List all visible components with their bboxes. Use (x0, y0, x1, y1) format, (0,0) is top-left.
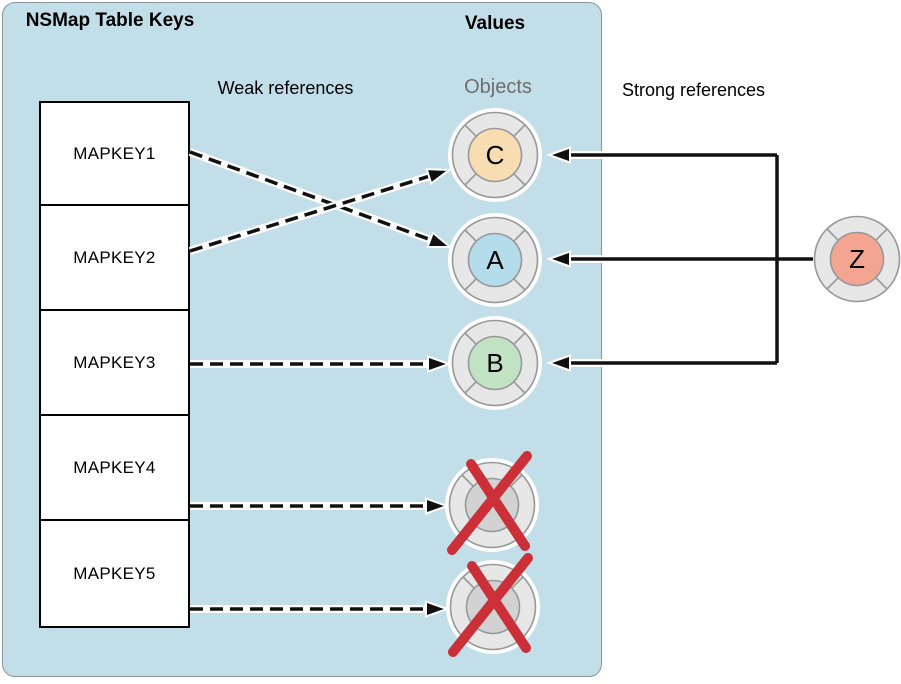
mapkey-label-4: MAPKEY4 (73, 457, 156, 477)
arrowhead-to-c (546, 146, 571, 164)
strong-reference-lines (546, 146, 813, 372)
object-letter-b: B (486, 348, 503, 378)
objects-label: Objects (464, 76, 532, 98)
arrowhead-to-a (546, 250, 571, 268)
arrowhead (425, 600, 450, 618)
strong-references-label: Strong references (621, 80, 766, 100)
object-letter-c: C (486, 140, 505, 170)
arrowhead (425, 168, 452, 186)
mapkey-label-1: MAPKEY1 (73, 143, 156, 163)
red-cross-icon (447, 451, 532, 555)
arrowhead (426, 231, 453, 249)
object-circle-z: Z (813, 215, 901, 303)
weak-arrow-mapkey3-to-b (190, 355, 452, 373)
red-cross-icon (448, 553, 533, 657)
object-circle-c: C (448, 108, 542, 202)
mapkey-row-3: MAPKEY3 (39, 309, 190, 416)
object-circle-b: B (448, 316, 542, 410)
object-circle-released-2 (446, 553, 540, 657)
weak-arrow-mapkey5-to-released-2 (190, 600, 450, 618)
arrowhead (427, 355, 452, 373)
object-circle-a: A (448, 213, 542, 307)
arrowhead-to-b (546, 354, 571, 372)
weak-references-label: Weak references (217, 78, 354, 98)
arrowhead (425, 497, 450, 515)
weak-arrow-mapkey1-to-a (188, 148, 453, 249)
mapkey-label-5: MAPKEY5 (73, 563, 156, 583)
mapkey-row-5: MAPKEY5 (39, 519, 190, 628)
keys-title: NSMap Table Keys (25, 10, 195, 31)
weak-arrow-mapkey4-to-released-1 (190, 497, 450, 515)
object-letter-z: Z (849, 244, 865, 274)
mapkey-label-2: MAPKEY2 (73, 247, 156, 267)
mapkey-row-2: MAPKEY2 (39, 204, 190, 311)
values-title: Values (464, 13, 526, 34)
mapkey-label-3: MAPKEY3 (73, 352, 156, 372)
object-circle-released-1 (445, 451, 539, 555)
mapkey-row-4: MAPKEY4 (39, 414, 190, 521)
object-letter-a: A (486, 245, 504, 275)
weak-arrow-mapkey2-to-c (188, 168, 452, 255)
